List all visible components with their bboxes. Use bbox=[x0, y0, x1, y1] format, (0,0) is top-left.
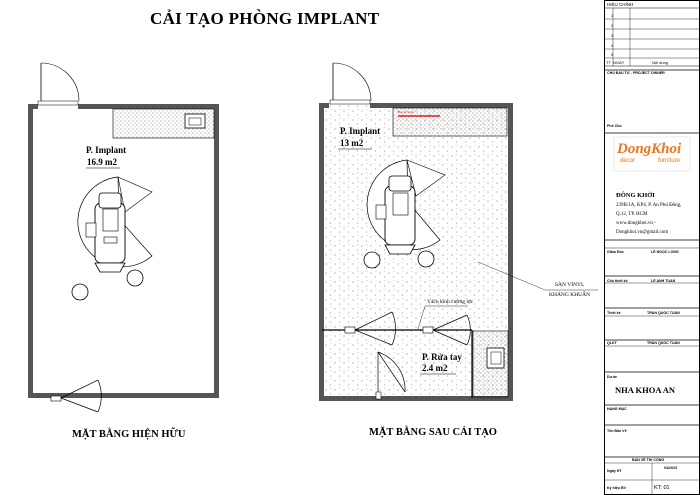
project-name: NHA KHOA AN bbox=[615, 385, 675, 395]
role-name-design: TRẦN QUỐC TUẤN bbox=[647, 311, 680, 315]
glass-partition-note: Vách kính cường lực bbox=[427, 299, 474, 305]
rev-row-4: 4 bbox=[611, 43, 614, 48]
date-value: 04/2023 bbox=[664, 466, 677, 470]
rev-row-1: 1 bbox=[611, 13, 614, 18]
renovated-room-area: 13 m2 bbox=[340, 138, 364, 148]
role-label-design: Thiết kế bbox=[607, 311, 621, 315]
logo-decor: decor bbox=[620, 158, 636, 164]
owner-sign: Phê Chú bbox=[607, 124, 622, 128]
sheet-code: KT: 01 bbox=[654, 485, 670, 491]
vinyl-floor-note-2: KHÁNG KHUẨN bbox=[549, 290, 590, 298]
address-line-2: Q.12, TP. HCM bbox=[616, 212, 648, 217]
date-label: Ngày HT bbox=[607, 469, 622, 473]
wash-room-name: P. Rửa tay bbox=[422, 352, 462, 362]
technical-box-note: Hộp kỹ thuật bbox=[398, 110, 414, 114]
company-name: ĐÔNG KHỞI bbox=[616, 192, 655, 199]
role-name-lead: LÊ ANH TUẤN bbox=[651, 279, 676, 283]
footer-label: BẢN VẼ THI CÔNG bbox=[632, 458, 665, 462]
existing-plan: P. Implant 16.9 m2 bbox=[28, 62, 219, 413]
owner-label: CHỦ ĐẦU TƯ - PROJECT OWNER bbox=[607, 71, 665, 75]
drawing-label: Tên Bản Vẽ bbox=[607, 429, 627, 433]
item-label: HẠNG MỤC bbox=[607, 407, 627, 411]
renovated-plan-caption: MẶT BẰNG SAU CẢI TẠO bbox=[369, 427, 497, 438]
role-label-lead: Chủ thiết kế bbox=[607, 279, 628, 283]
existing-room-name: P. Implant bbox=[86, 145, 126, 155]
existing-plan-caption: MẶT BẰNG HIỆN HỮU bbox=[72, 429, 186, 440]
vinyl-floor-note-1: SÀN VINYL bbox=[555, 280, 585, 288]
logo-furniture: furniture bbox=[658, 158, 681, 164]
renovated-plan: Hộp kỹ thuật P. Implant 13 m2 bbox=[319, 62, 598, 401]
role-label-director: Giám Đốc bbox=[607, 250, 624, 254]
role-name-director: LÊ NGỌC LONG bbox=[651, 250, 679, 254]
revision-header: HIỆU CHỈNH bbox=[607, 2, 634, 7]
project-label: Dự án bbox=[607, 375, 618, 379]
company-logo: DongKhoi bbox=[617, 141, 682, 157]
wash-room-area: 2.4 m2 bbox=[422, 363, 448, 373]
drawing-title: CẢI TẠO PHÒNG IMPLANT bbox=[150, 9, 380, 28]
renovated-room-name: P. Implant bbox=[340, 126, 380, 136]
address-line-3: www.dongkhoi.vn - bbox=[616, 221, 656, 226]
col-content: Nội dung bbox=[652, 60, 669, 65]
role-name-qlkt: TRẦN QUỐC TUẤN bbox=[647, 341, 680, 345]
col-tt: TT bbox=[606, 60, 611, 65]
title-block bbox=[604, 0, 700, 495]
sheet-label: Ký hiệu BV bbox=[607, 486, 626, 490]
role-label-qlkt: QLKT bbox=[607, 341, 617, 345]
address-line-4: Dongkhoi.vn@gmail.com bbox=[616, 230, 669, 235]
rev-row-5: 5 bbox=[611, 52, 614, 57]
floor-plans: P. Implant 16.9 m2 bbox=[28, 62, 598, 413]
address-line-1: 239B/1A, KP4, P. An Phú Đông, bbox=[616, 203, 682, 208]
existing-room-area: 16.9 m2 bbox=[87, 157, 117, 167]
col-date: NGÀY bbox=[613, 60, 625, 65]
rev-row-2: 2 bbox=[611, 23, 614, 28]
rev-row-3: 3 bbox=[611, 33, 614, 38]
